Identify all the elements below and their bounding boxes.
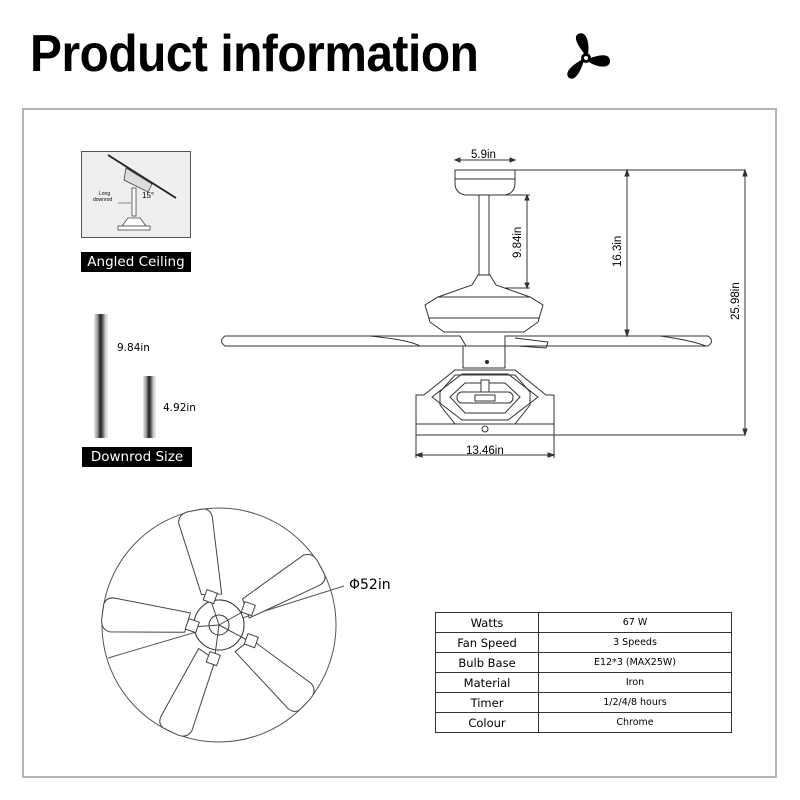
downrod-short-length: 4.92in [163,402,196,414]
downrod-short [143,376,156,438]
spec-key: Bulb Base [435,652,539,673]
spec-value: E12*3 (MAX25W) [538,652,732,673]
spec-value: Iron [538,672,732,693]
long-downrod-label-line1: Long [99,191,110,197]
spec-value: 67 W [538,612,732,633]
diagram-frame [22,108,777,778]
downrod-length-dim: 9.84in [512,227,524,258]
long-downrod-label-line2: downrod [93,197,112,203]
angled-ceiling-drawing: Long downrod 15° [93,154,177,231]
blade-span-diameter: Φ52in [349,577,391,593]
light-kit-width-dim: 13.46in [466,445,504,457]
spec-key: Material [435,672,539,693]
spec-key: Timer [435,692,539,713]
angled-ceiling-illustration: Long downrod 15° [81,151,191,238]
angled-ceiling-label: Angled Ceiling [81,252,191,272]
spec-key: Watts [435,612,539,633]
downrod-long [94,314,108,438]
spec-value: 3 Speeds [538,632,732,653]
spec-value: 1/2/4/8 hours [538,692,732,713]
canopy-width-dim: 5.9in [471,149,496,161]
spec-key: Fan Speed [435,632,539,653]
downrod-size-label: Downrod Size [82,447,192,467]
downrod-long-length: 9.84in [117,342,150,354]
page-title: Product information [30,25,479,83]
angle-label: 15° [142,191,154,200]
fan-propeller-icon [567,33,611,79]
spec-key: Colour [435,712,539,733]
spec-value: Chrome [538,712,732,733]
total-height-dim: 25.98in [730,282,742,320]
ceiling-to-blade-dim: 16.3in [612,236,624,267]
